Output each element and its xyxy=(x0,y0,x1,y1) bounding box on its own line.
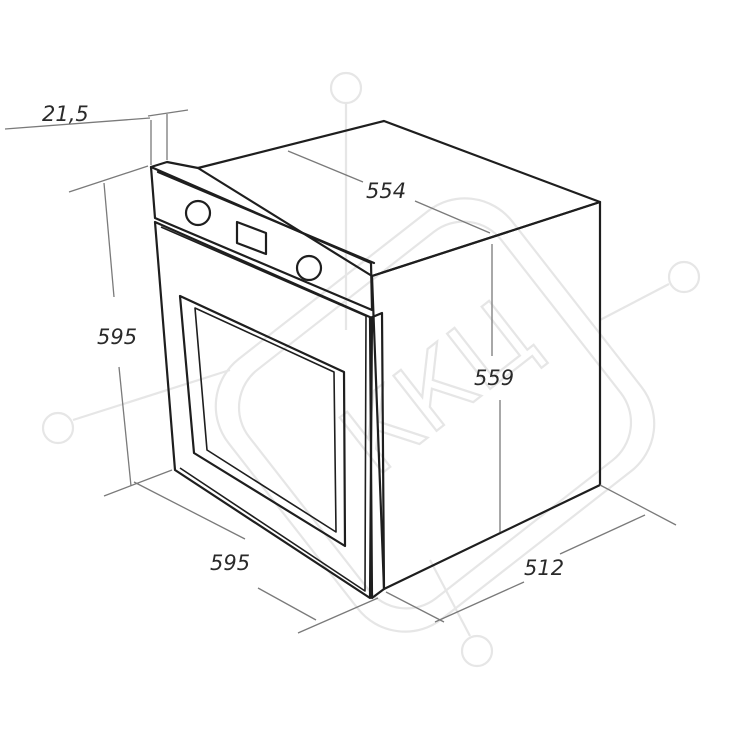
oven-door-side xyxy=(368,311,386,600)
dim-554-line-left xyxy=(287,150,364,183)
control-panel xyxy=(149,165,374,312)
label-body-depth: 512 xyxy=(524,556,564,580)
oven-door xyxy=(153,220,374,600)
dim-512-line-bottom xyxy=(434,581,525,623)
dim-554-line-right xyxy=(414,200,491,234)
dim-512-line-top xyxy=(559,514,646,555)
watermark-node-right xyxy=(667,260,701,294)
watermark-node-left xyxy=(41,411,75,445)
left-knob-icon xyxy=(184,199,212,227)
dim-595h-ext-bottom xyxy=(103,469,173,497)
label-body-height: 559 xyxy=(474,366,514,390)
watermark-stem-right xyxy=(599,283,670,321)
dim-595w-ext xyxy=(297,597,379,634)
control-panel-bevel xyxy=(156,170,376,265)
control-panel-top xyxy=(149,160,200,170)
display-window xyxy=(235,220,268,256)
dimension-lines xyxy=(4,109,677,634)
dim-21-5-leader xyxy=(4,117,151,130)
watermark-stem-left xyxy=(72,368,231,422)
dim-512-ext-back xyxy=(599,484,677,526)
dim-595h-line-top xyxy=(103,182,115,298)
watermark-badge-outline xyxy=(214,197,656,633)
label-panel-thickness: 21,5 xyxy=(42,102,89,126)
dim-21-5-line xyxy=(147,109,189,117)
dim-512-ext-front xyxy=(385,591,445,623)
dim-595h-ext-top xyxy=(68,165,149,193)
dim-595w-line-top xyxy=(133,481,246,540)
door-window-outer xyxy=(178,294,347,548)
dim-595w-line-bottom xyxy=(257,587,317,621)
watermark-node-bottom xyxy=(460,634,494,668)
watermark-node-top xyxy=(329,71,363,105)
oven-door-inner-edge xyxy=(160,226,367,592)
door-window-inner xyxy=(194,307,337,533)
label-body-width: 554 xyxy=(366,179,406,203)
dim-595h-line-bottom xyxy=(118,366,132,487)
watermark-stem-bottom xyxy=(429,559,471,637)
dimension-labels: 21,5 595 595 554 559 512 xyxy=(42,102,564,580)
label-width-front: 595 xyxy=(210,551,250,575)
label-height-front: 595 xyxy=(97,325,137,349)
right-knob-icon xyxy=(295,254,323,282)
